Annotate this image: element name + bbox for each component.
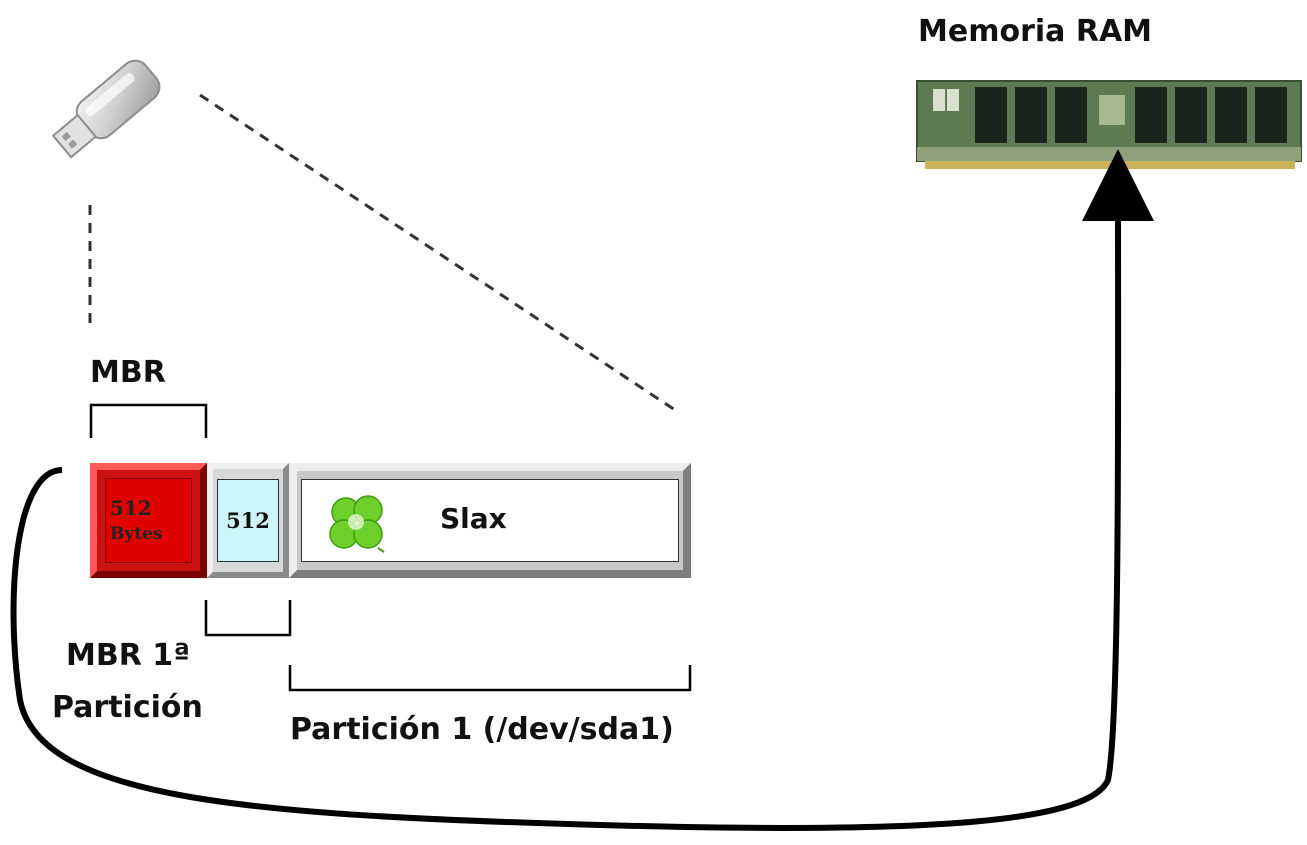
usb-drive-icon bbox=[51, 59, 161, 159]
mbr-bracket bbox=[89, 403, 208, 438]
partition-mbr-block: 512 bbox=[207, 463, 289, 578]
boot-arrow bbox=[10, 149, 1155, 831]
partition1-block: Slax bbox=[289, 463, 691, 578]
mbr-partition-bracket bbox=[204, 600, 292, 637]
mbr-title: MBR bbox=[90, 355, 166, 390]
mbr-partition-label-line2: Partición bbox=[52, 690, 203, 725]
partition1-block-label: Slax bbox=[440, 502, 507, 535]
partition-mbr-block-size: 512 bbox=[226, 508, 270, 533]
mbr-block-size: 512 bbox=[110, 495, 152, 520]
dashed-zoom-line-top bbox=[199, 93, 676, 412]
mbr-partition-label-line1: MBR 1ª bbox=[66, 638, 191, 673]
partition1-bracket bbox=[288, 665, 692, 692]
slax-clover-icon bbox=[329, 495, 385, 553]
mbr-block: 512 Bytes bbox=[90, 463, 207, 578]
partition1-label: Partición 1 (/dev/sda1) bbox=[290, 712, 674, 747]
ram-title: Memoria RAM bbox=[918, 14, 1153, 49]
mbr-block-unit: Bytes bbox=[110, 523, 163, 544]
